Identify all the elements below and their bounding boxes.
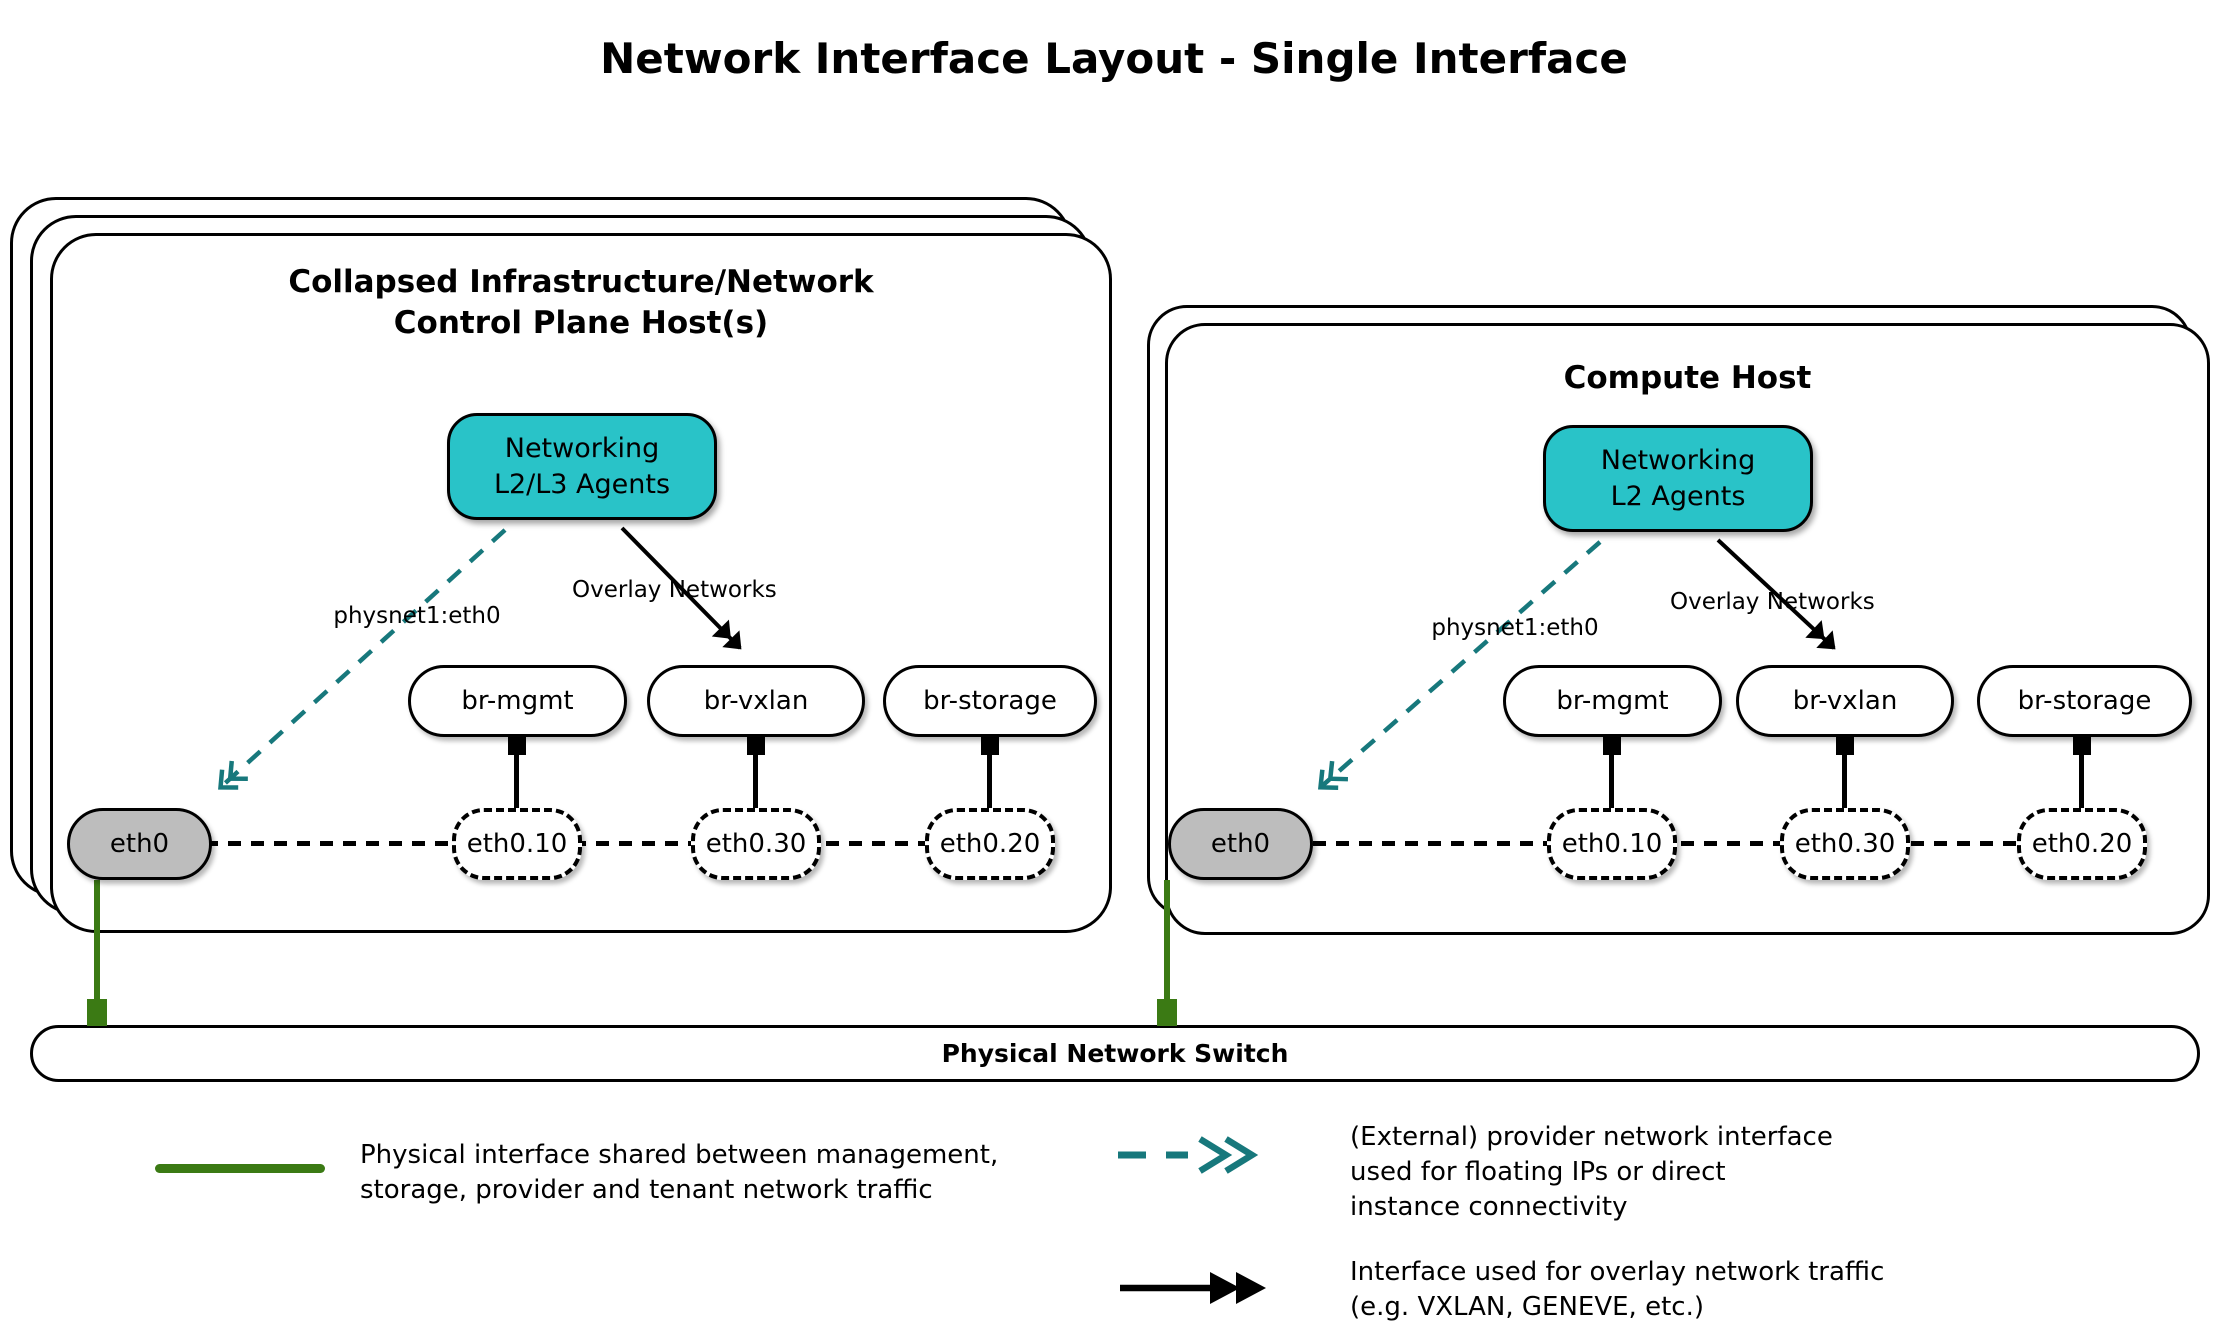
host-title-line: Compute Host bbox=[1563, 360, 1812, 396]
legend-provider-text: (External) provider network interface us… bbox=[1350, 1120, 1990, 1225]
phys-interface-eth0: eth0 bbox=[67, 808, 212, 880]
legend-text-line: (External) provider network interface bbox=[1350, 1122, 1833, 1152]
vlan-interface-eth0-10: eth0.10 bbox=[1547, 808, 1677, 880]
bridge-link-line bbox=[1609, 746, 1614, 810]
provider-mapping-label: physnet1:eth0 bbox=[333, 603, 501, 629]
legend-text-line: Physical interface shared between manage… bbox=[360, 1140, 999, 1170]
bridge-br-storage: br-storage bbox=[883, 665, 1097, 737]
bridge-port-square bbox=[1603, 737, 1621, 755]
bridge-link-line bbox=[514, 746, 519, 810]
bridge-port-square bbox=[508, 737, 526, 755]
bridge-label: br-vxlan bbox=[1792, 686, 1898, 716]
bridge-label: br-storage bbox=[2017, 686, 2152, 716]
legend-provider-arrowhead bbox=[1224, 1136, 1259, 1174]
overlay-networks-label: Overlay Networks bbox=[1670, 589, 1875, 615]
bridge-port-square bbox=[747, 737, 765, 755]
interface-label: eth0.30 bbox=[705, 829, 807, 859]
bridge-link-line bbox=[2079, 746, 2084, 810]
bridge-link-line bbox=[1842, 746, 1847, 810]
legend-overlay-text: Interface used for overlay network traff… bbox=[1350, 1255, 2050, 1325]
provider-network-arrow bbox=[218, 528, 507, 790]
control-plane-host-title: Collapsed Infrastructure/Network Control… bbox=[50, 262, 1112, 344]
switch-port-square bbox=[1157, 999, 1177, 1026]
legend-text-line: instance connectivity bbox=[1350, 1192, 1628, 1222]
legend-overlay-arrowhead bbox=[1236, 1272, 1266, 1304]
interface-label: eth0.20 bbox=[939, 829, 1041, 859]
physical-uplink-line bbox=[94, 880, 100, 1025]
legend-text-line: storage, provider and tenant network tra… bbox=[360, 1175, 933, 1205]
bridge-br-vxlan: br-vxlan bbox=[1736, 665, 1954, 737]
bridge-label: br-vxlan bbox=[703, 686, 809, 716]
agent-label-line: L2 Agents bbox=[1610, 480, 1746, 512]
bridge-port-square bbox=[981, 737, 999, 755]
legend-text-line: Interface used for overlay network traff… bbox=[1350, 1257, 1885, 1287]
interface-label: eth0.10 bbox=[466, 829, 568, 859]
host-title-line: Collapsed Infrastructure/Network bbox=[288, 264, 874, 300]
legend-provider-arrowhead bbox=[1198, 1136, 1233, 1174]
overlay-networks-label: Overlay Networks bbox=[572, 577, 777, 603]
bridge-br-storage: br-storage bbox=[1977, 665, 2192, 737]
legend-text-line: (e.g. VXLAN, GENEVE, etc.) bbox=[1350, 1292, 1704, 1322]
bridge-br-vxlan: br-vxlan bbox=[647, 665, 865, 737]
bridge-port-square bbox=[1836, 737, 1854, 755]
vlan-interface-eth0-30: eth0.30 bbox=[691, 808, 821, 880]
legend-overlay-arrowhead bbox=[1210, 1272, 1240, 1304]
networking-agents-node: Networking L2/L3 Agents bbox=[447, 413, 717, 520]
interface-label: eth0 bbox=[109, 829, 170, 859]
vlan-interface-eth0-10: eth0.10 bbox=[452, 808, 582, 880]
interface-label: eth0.20 bbox=[2031, 829, 2133, 859]
vlan-interface-eth0-20: eth0.20 bbox=[925, 808, 1055, 880]
physical-uplink-line bbox=[1164, 880, 1170, 1025]
interface-label: eth0.30 bbox=[1794, 829, 1896, 859]
physical-network-switch-label: Physical Network Switch bbox=[941, 1039, 1289, 1068]
vlan-trunk-dashed-line bbox=[205, 841, 990, 846]
bridge-br-mgmt: br-mgmt bbox=[1503, 665, 1722, 737]
legend-physical-line-swatch bbox=[155, 1164, 325, 1173]
legend-physical-text: Physical interface shared between manage… bbox=[360, 1138, 1060, 1208]
physical-network-switch: Physical Network Switch bbox=[30, 1025, 2200, 1082]
host-title-line: Control Plane Host(s) bbox=[393, 305, 769, 341]
provider-network-arrow bbox=[1318, 540, 1602, 791]
agent-label-line: Networking bbox=[504, 432, 660, 464]
phys-interface-eth0: eth0 bbox=[1168, 808, 1313, 880]
bridge-label: br-storage bbox=[923, 686, 1057, 716]
vlan-interface-eth0-20: eth0.20 bbox=[2017, 808, 2147, 880]
bridge-link-line bbox=[987, 746, 992, 810]
provider-mapping-label: physnet1:eth0 bbox=[1431, 615, 1599, 641]
bridge-link-line bbox=[753, 746, 758, 810]
vlan-trunk-dashed-line bbox=[1313, 841, 2088, 846]
overlay-network-arrow bbox=[1716, 538, 1836, 650]
agent-label-line: L2/L3 Agents bbox=[493, 468, 671, 500]
interface-label: eth0 bbox=[1210, 829, 1271, 859]
legend-text-line: used for floating IPs or direct bbox=[1350, 1157, 1726, 1187]
networking-agents-node: Networking L2 Agents bbox=[1543, 425, 1813, 532]
agent-label-line: Networking bbox=[1600, 444, 1756, 476]
interface-label: eth0.10 bbox=[1561, 829, 1663, 859]
bridge-br-mgmt: br-mgmt bbox=[408, 665, 627, 737]
page-title: Network Interface Layout - Single Interf… bbox=[600, 34, 1628, 83]
compute-host-title: Compute Host bbox=[1165, 358, 2210, 399]
bridge-label: br-mgmt bbox=[461, 686, 574, 716]
bridge-port-square bbox=[2073, 737, 2091, 755]
switch-port-square bbox=[87, 999, 107, 1026]
overlay-network-arrow bbox=[620, 526, 742, 650]
vlan-interface-eth0-30: eth0.30 bbox=[1780, 808, 1910, 880]
bridge-label: br-mgmt bbox=[1556, 686, 1669, 716]
